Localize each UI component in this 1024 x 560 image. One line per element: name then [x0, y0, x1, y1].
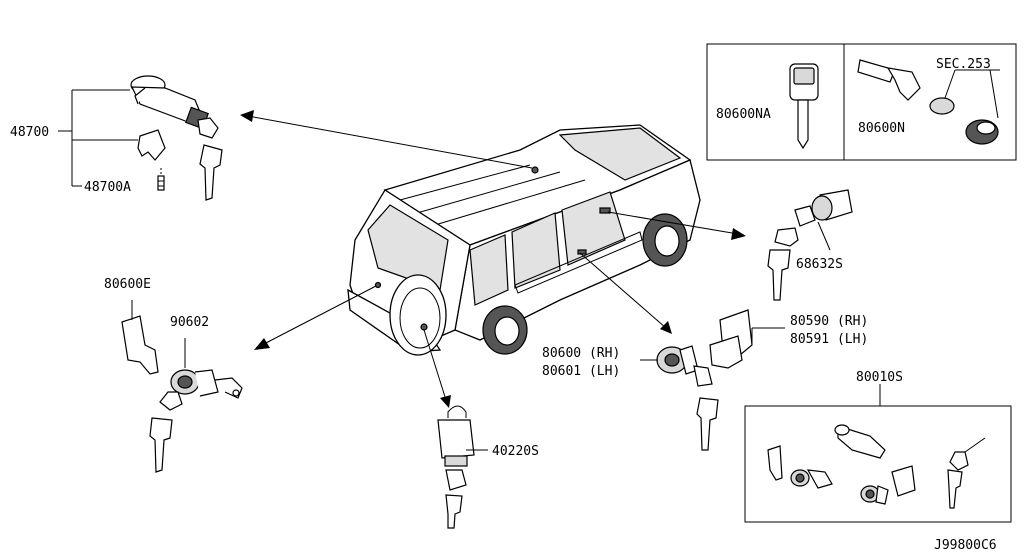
key-inset-box	[706, 43, 1017, 161]
vehicle-illustration	[347, 124, 701, 356]
label-80600N: 80600N	[858, 121, 905, 136]
steering-lock-48700	[130, 75, 223, 201]
glove-box-lock-68632S	[767, 189, 853, 301]
label-80600-rh: 80600 (RH)	[542, 346, 620, 361]
label-80601-lh: 80601 (LH)	[542, 364, 620, 379]
label-80591-lh: 80591 (LH)	[790, 332, 868, 347]
label-40220S: 40220S	[492, 444, 539, 459]
door-lock-bracket-80590	[709, 309, 785, 369]
label-48700A: 48700A	[84, 180, 131, 195]
label-90602: 90602	[170, 315, 209, 330]
back-door-lock-90602	[121, 300, 243, 473]
label-48700: 48700	[10, 125, 49, 140]
label-80600E: 80600E	[104, 277, 151, 292]
padlock-40220S	[437, 405, 488, 529]
lock-set-kit-box	[744, 384, 1012, 523]
label-80600NA: 80600NA	[716, 107, 771, 122]
label-68632S: 68632S	[796, 257, 843, 272]
label-80590-rh: 80590 (RH)	[790, 314, 868, 329]
diagram-code: J99800C6	[934, 538, 997, 553]
pointer-arrows	[240, 110, 746, 408]
label-sec-253: SEC.253	[936, 57, 991, 72]
label-80010S: 80010S	[856, 370, 903, 385]
leader-48700	[58, 89, 138, 187]
door-lock-cylinder-80600	[640, 345, 719, 451]
